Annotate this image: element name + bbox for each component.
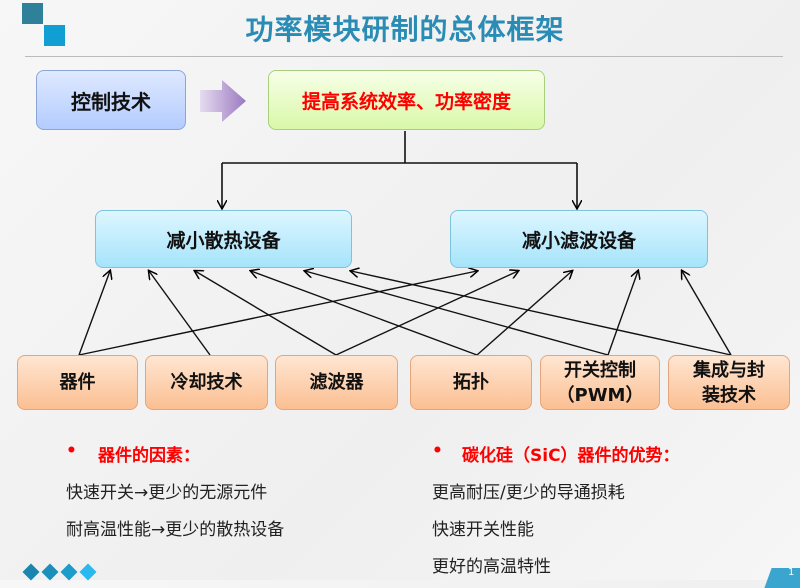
factor-label: 拓扑 bbox=[453, 372, 489, 393]
influence-arrow bbox=[305, 271, 609, 356]
reduce-filter-box: 减小滤波设备 bbox=[450, 210, 708, 268]
factor-label: 滤波器 bbox=[309, 372, 364, 393]
right-item: 更好的高温特性 bbox=[432, 557, 551, 577]
goal-box: 提高系统效率、功率密度 bbox=[268, 70, 545, 130]
right-item: 快速开关性能 bbox=[432, 520, 534, 540]
slide-title: 功率模块研制的总体框架 bbox=[245, 13, 565, 46]
factor-box: 集成与封装技术 bbox=[668, 355, 790, 410]
influence-arrow bbox=[251, 271, 478, 356]
influence-arrow bbox=[351, 271, 732, 356]
control-tech-box: 控制技术 bbox=[36, 70, 186, 130]
factor-label: 开关控制 bbox=[564, 359, 636, 381]
logo-square-dark bbox=[22, 3, 43, 24]
influence-arrow bbox=[335, 271, 518, 356]
influence-arrow bbox=[195, 271, 337, 356]
factor-label: 集成与封 bbox=[693, 359, 765, 381]
factor-label: 器件 bbox=[59, 372, 96, 393]
influence-arrow bbox=[149, 271, 211, 356]
left-item: 快速开关→更少的无源元件 bbox=[66, 483, 268, 503]
factor-box: 冷却技术 bbox=[145, 355, 268, 410]
factor-label: 装技术 bbox=[702, 384, 756, 406]
reduce-heat-box: 减小散热设备 bbox=[95, 210, 352, 268]
influence-arrow bbox=[78, 271, 110, 356]
right-heading: 碳化硅（SiC）器件的优势： bbox=[462, 446, 680, 466]
right-item: 更高耐压/更少的导通损耗 bbox=[432, 483, 625, 503]
logo-square-light bbox=[44, 25, 65, 46]
factor-label: 冷却技术 bbox=[170, 372, 243, 393]
factor-box: 器件 bbox=[17, 355, 138, 410]
page-number-tab bbox=[764, 568, 800, 588]
page-number: 1 bbox=[788, 567, 795, 578]
factor-box: 滤波器 bbox=[275, 355, 398, 410]
left-heading: 器件的因素： bbox=[98, 446, 200, 466]
left-bullet: • bbox=[66, 441, 77, 461]
factor-box: 开关控制 （PWM） bbox=[540, 355, 660, 410]
factor-box: 拓扑 bbox=[410, 355, 532, 410]
factor-label: （PWM） bbox=[556, 384, 644, 406]
influence-arrow bbox=[78, 271, 477, 356]
trunk-line bbox=[222, 131, 577, 164]
influence-arrow bbox=[682, 271, 732, 356]
purple-arrow-icon bbox=[200, 80, 246, 122]
influence-arrow bbox=[476, 271, 572, 356]
left-item: 耐高温性能→更少的散热设备 bbox=[66, 520, 285, 540]
right-bullet: • bbox=[432, 441, 443, 461]
influence-arrow bbox=[607, 271, 638, 356]
title-divider bbox=[25, 56, 783, 57]
